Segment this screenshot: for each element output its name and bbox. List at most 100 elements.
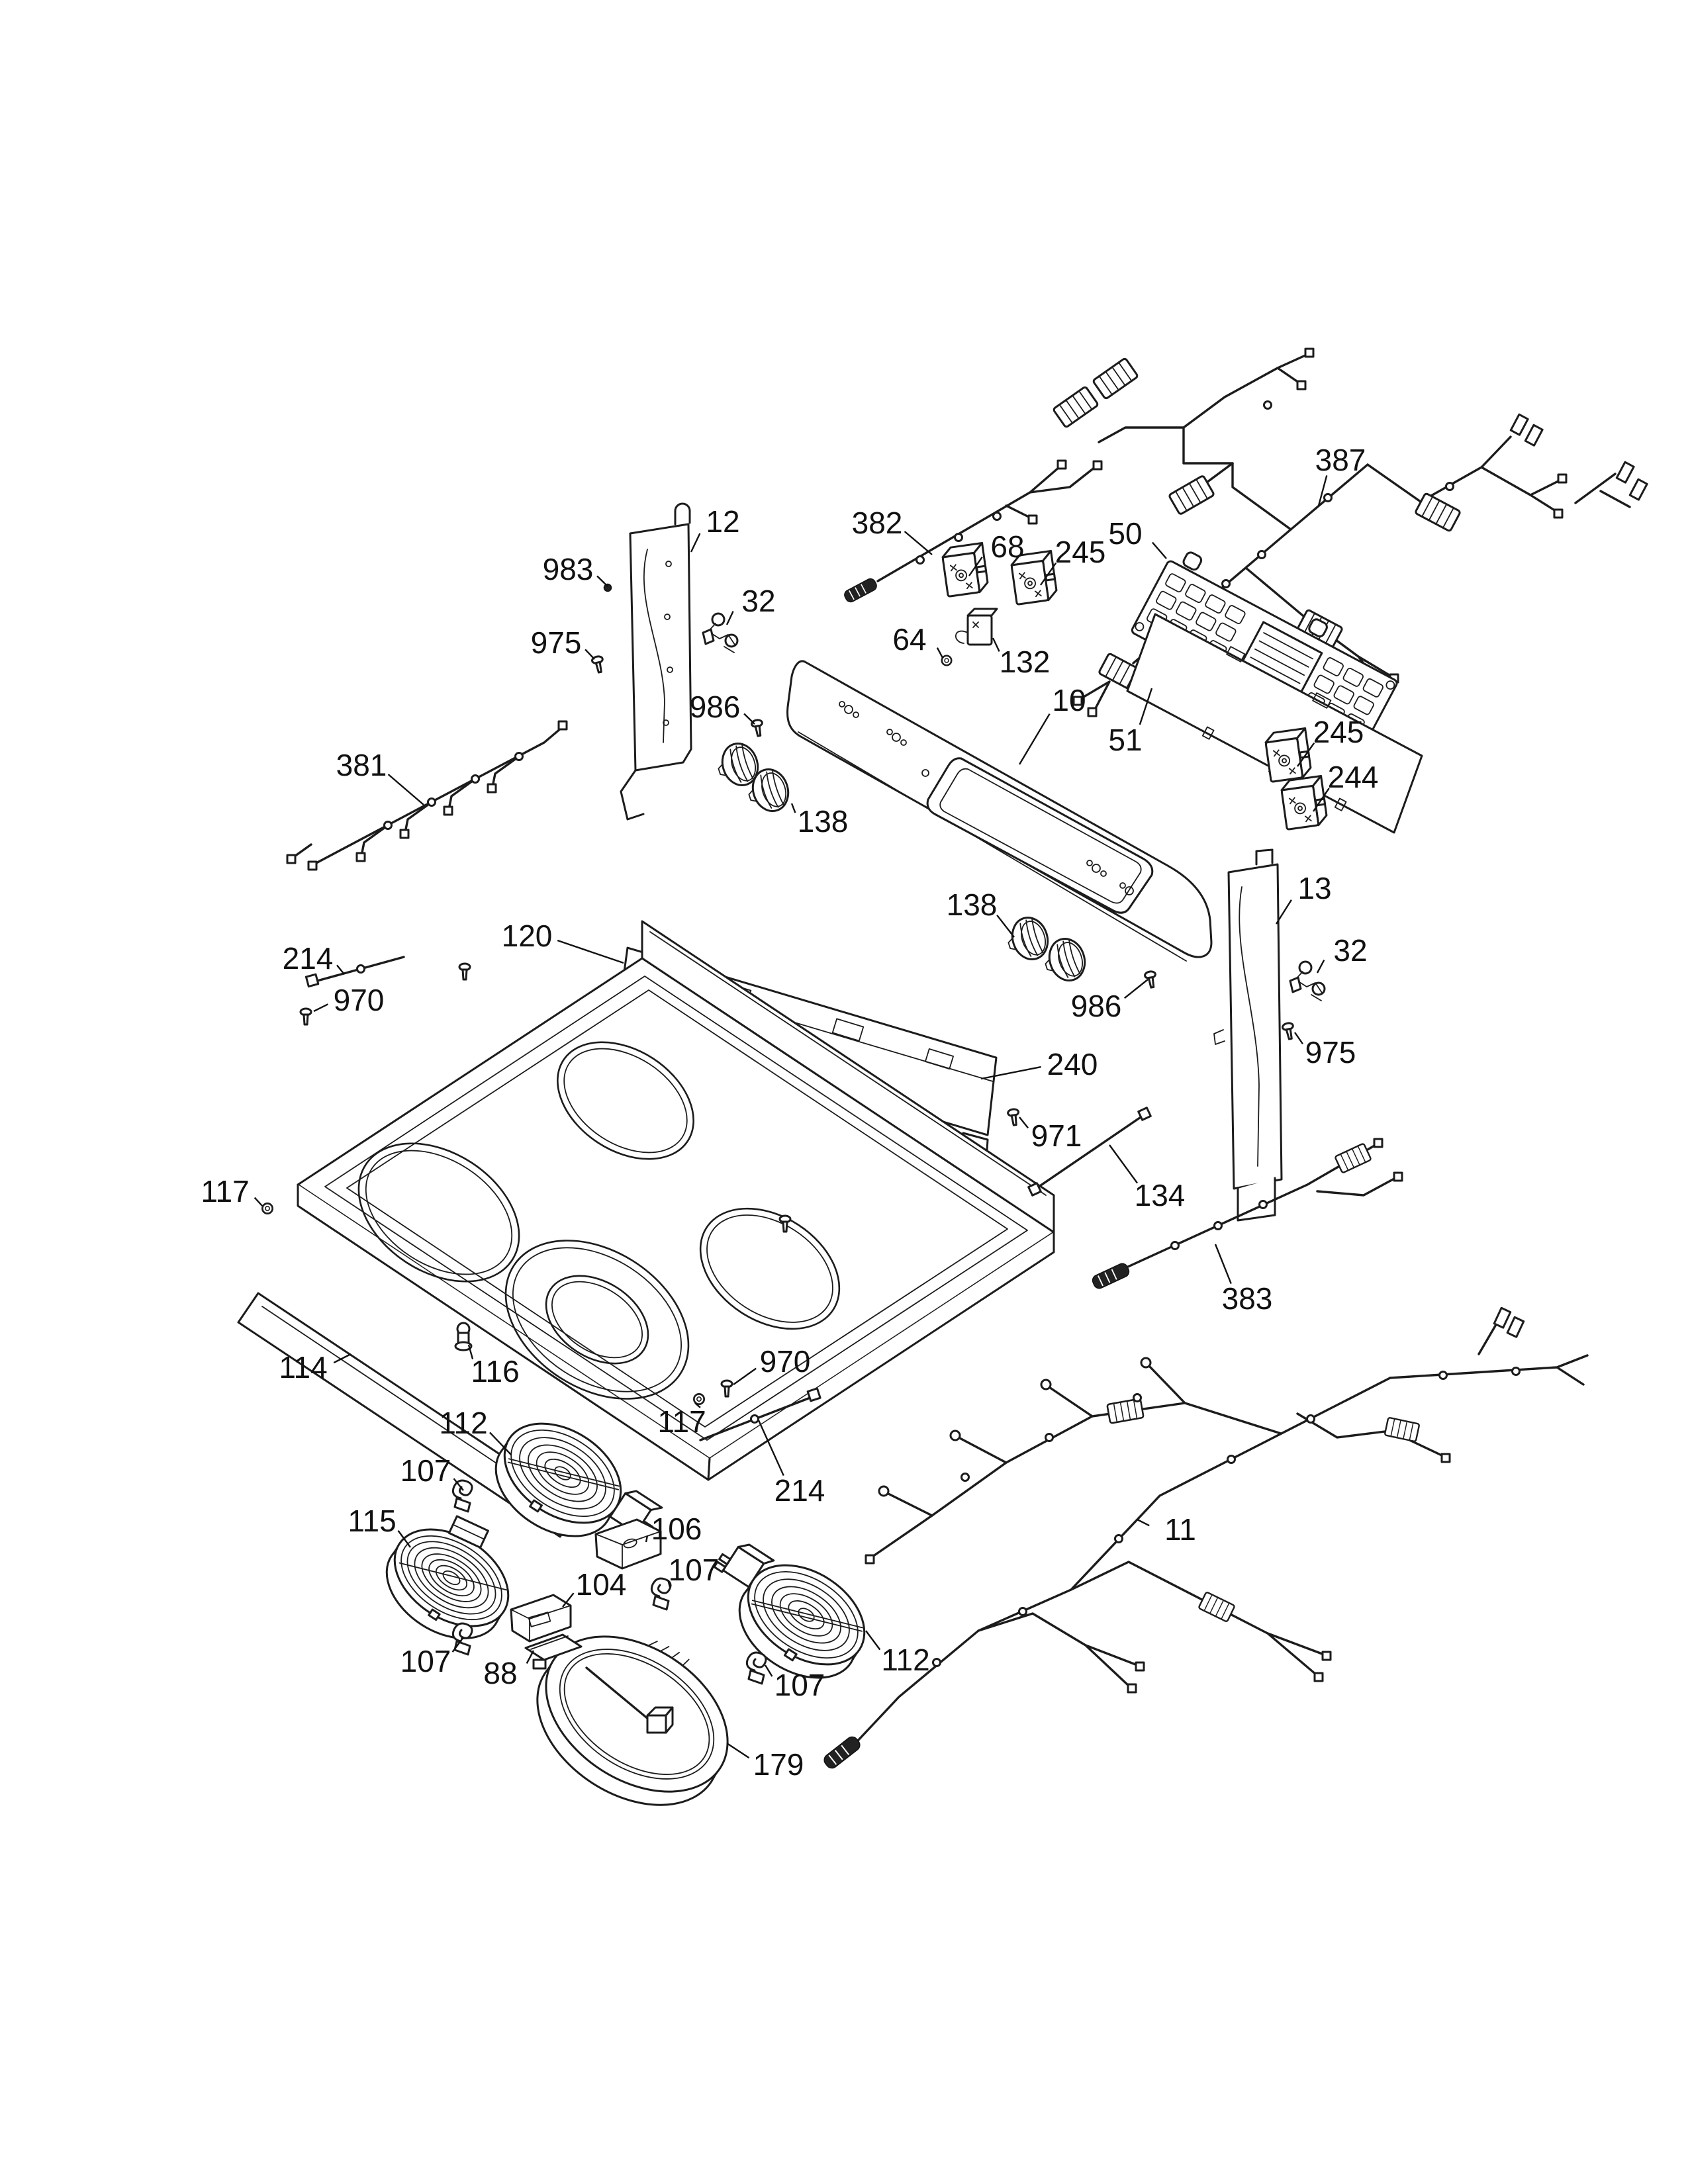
callout-label-971-25: 971 [1031, 1118, 1082, 1153]
callout-leader-112-44 [865, 1630, 881, 1651]
callout-label-68-2: 68 [990, 529, 1024, 564]
callout-leader-32-23 [1316, 960, 1325, 974]
part-nut-64 [941, 655, 953, 666]
callout-leader-214-26 [336, 964, 345, 975]
callout-label-387-0: 387 [1315, 443, 1366, 477]
part-screw-971 [1006, 1107, 1021, 1127]
part-radiant-element-112-left [494, 1422, 663, 1541]
callout-leader-112-36 [489, 1432, 512, 1455]
callout-leader-970-33 [733, 1367, 757, 1385]
callout-label-13-18: 13 [1297, 871, 1331, 905]
part-bracket-104 [510, 1594, 572, 1643]
callout-leader-10-12 [1018, 713, 1051, 765]
callout-label-244-17: 244 [1328, 760, 1379, 794]
callout-leader-986-11 [743, 713, 755, 725]
callout-label-134-29: 134 [1135, 1178, 1186, 1212]
callout-label-986-21: 986 [1071, 989, 1122, 1023]
part-spacer-88 [524, 1633, 583, 1670]
part-surface-switch-244 [1279, 774, 1329, 831]
callout-label-138-15: 138 [798, 804, 849, 839]
callout-leader-381-14 [387, 774, 424, 805]
connector-comb [1052, 385, 1100, 429]
part-hinge-bracket-32-left [702, 612, 739, 654]
connector-comb [1092, 357, 1139, 400]
part-main-wire-harness-11 [821, 1306, 1589, 1772]
callout-leader-983-6 [596, 575, 608, 587]
callout-leader-12-5 [690, 533, 701, 553]
part-side-trim-12 [620, 502, 692, 821]
callout-leader-132-10 [992, 637, 1000, 652]
callout-label-245-16: 245 [1313, 715, 1364, 749]
callout-label-245-3: 245 [1055, 535, 1106, 569]
callout-label-179-46: 179 [753, 1747, 804, 1782]
callout-label-51-13: 51 [1108, 723, 1142, 757]
part-side-trim-13 [1213, 848, 1283, 1222]
callout-label-32-7: 32 [741, 584, 775, 618]
callout-label-10-12: 10 [1052, 683, 1086, 717]
callout-leader-104-40 [562, 1592, 575, 1608]
callout-leader-107-37 [453, 1478, 464, 1491]
part-push-pin-983 [603, 583, 612, 592]
part-knob-138 [1002, 912, 1055, 967]
callout-label-64-9: 64 [892, 622, 926, 657]
callout-leader-975-24 [1294, 1032, 1304, 1045]
part-rod-134 [1027, 1107, 1152, 1197]
callout-label-11-47: 11 [1164, 1512, 1196, 1547]
part-screw-975-right [1281, 1021, 1297, 1041]
callout-label-112-44: 112 [881, 1643, 929, 1677]
callout-label-970-33: 970 [760, 1344, 811, 1379]
callout-label-382-1: 382 [852, 506, 903, 540]
part-surface-switch-68 [940, 541, 990, 598]
callout-leader-116-32 [467, 1344, 474, 1359]
connector-comb [1414, 492, 1462, 533]
callout-label-975-24: 975 [1305, 1035, 1356, 1069]
callout-label-50-4: 50 [1108, 516, 1142, 551]
part-clip-107 [451, 1479, 473, 1513]
callout-leader-68-2 [968, 557, 983, 576]
part-rod-214-upper [305, 956, 405, 988]
part-wire-harness-383 [1090, 1138, 1403, 1291]
callout-label-240-22: 240 [1047, 1047, 1098, 1081]
callout-label-120-20: 120 [502, 919, 553, 953]
callout-leader-50-4 [1152, 541, 1167, 559]
callout-leader-138-19 [996, 915, 1015, 938]
callout-leader-88-43 [526, 1650, 535, 1664]
callout-leader-134-29 [1109, 1144, 1139, 1184]
callout-leader-214-35 [757, 1420, 784, 1477]
part-screw-986-right [1143, 970, 1159, 989]
callout-leader-106-39 [645, 1535, 649, 1543]
part-radiant-element-112-right [713, 1543, 866, 1679]
callout-label-106-39: 106 [651, 1512, 702, 1546]
callout-label-214-35: 214 [774, 1473, 825, 1508]
callout-leader-971-25 [1019, 1116, 1029, 1129]
part-main-top-120 [297, 920, 1055, 1481]
callout-leader-115-38 [397, 1530, 411, 1548]
callout-label-117-34: 117 [657, 1404, 706, 1439]
callout-leader-32-7 [726, 611, 734, 625]
callout-leader-382-1 [904, 531, 933, 555]
callout-leader-387-0 [1317, 475, 1328, 506]
callout-label-986-11: 986 [690, 690, 741, 724]
callout-leader-240-22 [980, 1066, 1041, 1080]
callout-leader-107-42 [451, 1637, 464, 1653]
callout-label-114-31: 114 [279, 1350, 327, 1385]
callout-label-104-40: 104 [576, 1567, 627, 1602]
callout-label-983-6: 983 [543, 552, 594, 586]
callout-label-115-38: 115 [348, 1504, 396, 1538]
callout-leader-986-21 [1123, 979, 1149, 999]
callout-leader-107-41 [667, 1579, 671, 1588]
callout-leader-245-16 [1297, 743, 1315, 767]
part-screw-970-left [299, 1007, 312, 1026]
callout-label-107-37: 107 [400, 1453, 451, 1488]
callout-label-383-30: 383 [1222, 1281, 1273, 1316]
callout-label-138-19: 138 [947, 887, 998, 922]
part-warming-element-179 [536, 1635, 729, 1806]
part-wire-harness-381 [286, 720, 568, 871]
callout-leader-64-9 [936, 647, 944, 659]
callout-leader-244-17 [1313, 788, 1330, 812]
part-wire-harness-382 [842, 459, 1103, 605]
callout-label-117-28: 117 [201, 1174, 249, 1208]
